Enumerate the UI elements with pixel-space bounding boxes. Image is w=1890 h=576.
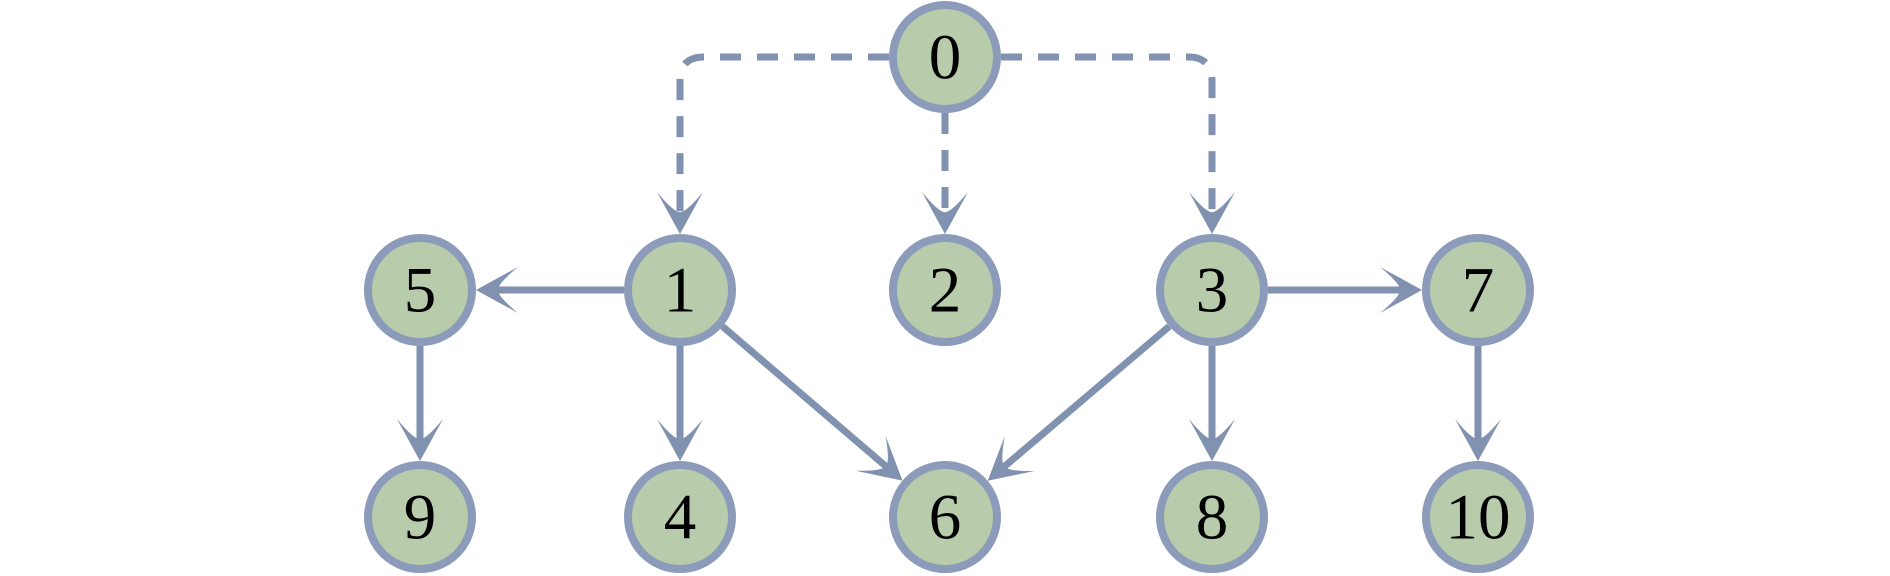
graph-node-0: 0 bbox=[889, 1, 1001, 113]
arrowhead-icon bbox=[397, 419, 443, 461]
node-circle bbox=[1156, 234, 1268, 346]
node-label: 5 bbox=[404, 254, 437, 326]
node-label: 6 bbox=[929, 481, 962, 553]
node-label: 3 bbox=[1196, 254, 1229, 326]
arrowhead-icon bbox=[922, 192, 968, 234]
edge-shaft bbox=[1001, 323, 1172, 470]
arrowhead-icon bbox=[987, 436, 1035, 481]
edge-3-8 bbox=[1189, 346, 1235, 461]
node-label: 8 bbox=[1196, 481, 1229, 553]
edge-shaft bbox=[720, 323, 889, 470]
node-label: 0 bbox=[929, 21, 962, 93]
graph-node-3: 3 bbox=[1156, 234, 1268, 346]
node-circle bbox=[889, 461, 1001, 573]
node-circle bbox=[1422, 461, 1534, 573]
edge-0-3 bbox=[1001, 53, 1235, 234]
graph-node-9: 9 bbox=[364, 461, 476, 573]
edge-3-6 bbox=[987, 323, 1172, 481]
edge-1-5 bbox=[476, 267, 624, 313]
node-label: 7 bbox=[1462, 254, 1495, 326]
arrowhead-icon bbox=[657, 192, 703, 234]
node-circle bbox=[364, 461, 476, 573]
arrowhead-icon bbox=[657, 419, 703, 461]
arrowhead-icon bbox=[476, 267, 518, 313]
node-circle bbox=[624, 234, 736, 346]
edge-7-10 bbox=[1455, 346, 1501, 461]
node-label: 1 bbox=[664, 254, 697, 326]
graph-node-2: 2 bbox=[889, 234, 1001, 346]
edge-1-6 bbox=[720, 323, 903, 481]
graph-node-8: 8 bbox=[1156, 461, 1268, 573]
graph-node-6: 6 bbox=[889, 461, 1001, 573]
node-label: 10 bbox=[1446, 481, 1511, 553]
arrowhead-icon bbox=[1380, 267, 1422, 313]
graph-node-7: 7 bbox=[1422, 234, 1534, 346]
node-circle bbox=[889, 1, 1001, 113]
node-label: 9 bbox=[404, 481, 437, 553]
graph-node-10: 10 bbox=[1422, 461, 1534, 573]
node-circle bbox=[1422, 234, 1534, 346]
edge-0-1 bbox=[657, 53, 889, 234]
node-label: 2 bbox=[929, 254, 962, 326]
edge-0-2 bbox=[922, 113, 968, 234]
node-circle bbox=[889, 234, 1001, 346]
edge-3-7 bbox=[1268, 267, 1422, 313]
edge-shaft bbox=[676, 53, 889, 213]
graph-node-1: 1 bbox=[624, 234, 736, 346]
graph-node-4: 4 bbox=[624, 461, 736, 573]
node-circle bbox=[1156, 461, 1268, 573]
arrowhead-icon bbox=[1455, 419, 1501, 461]
arrowhead-icon bbox=[1189, 192, 1235, 234]
arrowhead-icon bbox=[855, 435, 903, 481]
edge-1-4 bbox=[657, 346, 703, 461]
arrowhead-icon bbox=[1189, 419, 1235, 461]
node-circle bbox=[624, 461, 736, 573]
node-label: 4 bbox=[664, 481, 697, 553]
graph-node-5: 5 bbox=[364, 234, 476, 346]
edge-shaft bbox=[1001, 53, 1216, 213]
node-circle bbox=[364, 234, 476, 346]
edge-5-9 bbox=[397, 346, 443, 461]
